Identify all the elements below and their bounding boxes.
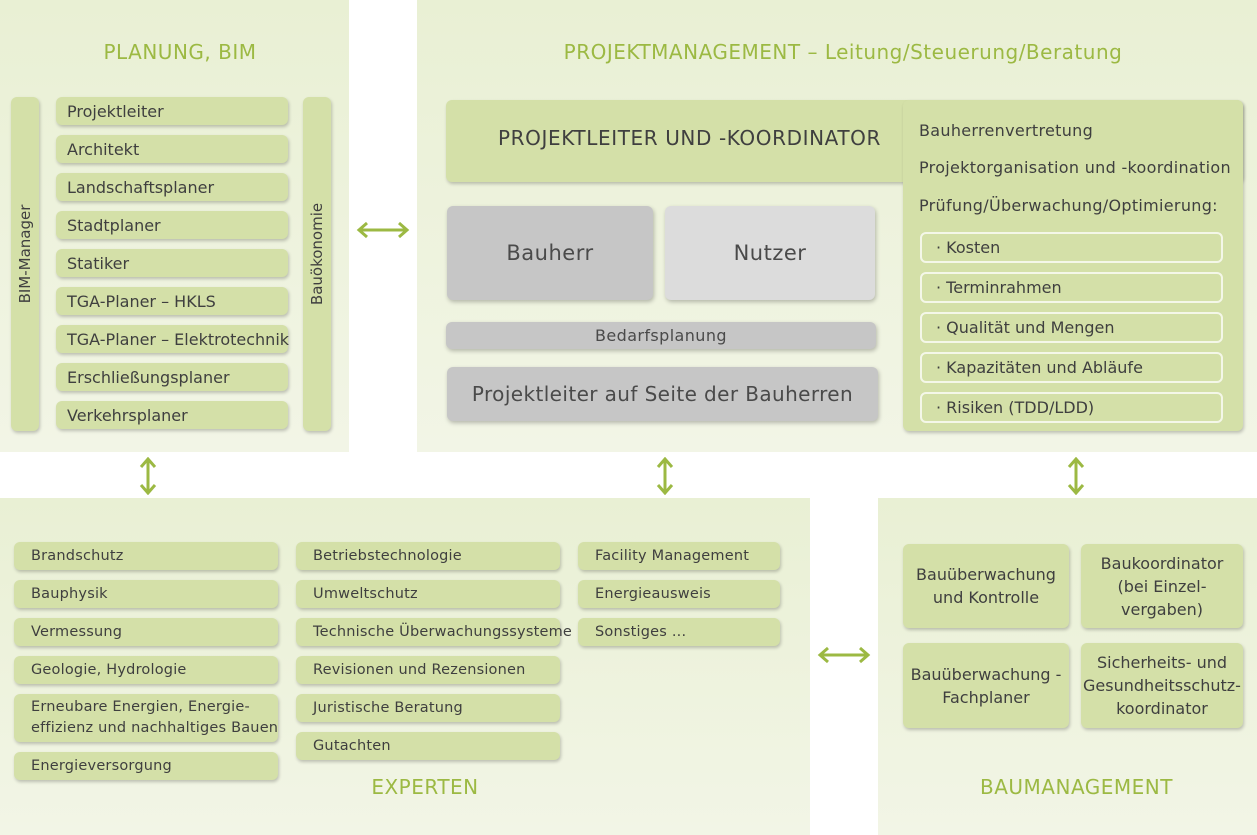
experten-item: Bauphysik xyxy=(14,580,278,608)
experten-item: Brandschutz xyxy=(14,542,278,570)
experten-item: Sonstiges ... xyxy=(578,618,780,646)
double-arrow-horizontal-icon xyxy=(817,646,871,664)
experten-item-energie: Erneubare Energien, Energie- effizienz u… xyxy=(14,694,278,742)
baukoordinator-box: Baukoordinator (bei Einzel-vergaben) xyxy=(1081,544,1243,628)
pm-text-bauherrenvertretung: Bauherrenvertretung xyxy=(919,121,1094,140)
experten-item: Facility Management xyxy=(578,542,780,570)
pm-check-item: · Risiken (TDD/LDD) xyxy=(920,392,1223,423)
experten-item: Revisionen und Rezensionen xyxy=(296,656,560,684)
double-arrow-vertical-icon xyxy=(1067,457,1085,495)
experten-item-line: Erneubare Energien, Energie- xyxy=(31,699,250,715)
experten-item: Vermessung xyxy=(14,618,278,646)
pm-text-projektorganisation: Projektorganisation und -koordination xyxy=(919,158,1231,177)
box-line: vergaben) xyxy=(1121,599,1203,619)
planung-item: Landschaftsplaner xyxy=(56,173,288,201)
planung-item: Projektleiter xyxy=(56,97,288,125)
experten-item: Geologie, Hydrologie xyxy=(14,656,278,684)
planung-item: TGA-Planer – Elektrotechnik xyxy=(56,325,289,353)
box-line: (bei Einzel- xyxy=(1117,576,1207,596)
projektleiter-right-block xyxy=(903,100,1243,431)
bauueberwachung-kontrolle-box: Bauüberwachung und Kontrolle xyxy=(903,544,1069,628)
bedarfsplanung-bar: Bedarfsplanung xyxy=(446,322,876,349)
experten-item: Juristische Beratung xyxy=(296,694,560,722)
planung-item: Verkehrsplaner xyxy=(56,401,288,429)
double-arrow-horizontal-icon xyxy=(356,221,410,239)
experten-title: EXPERTEN xyxy=(371,775,479,799)
double-arrow-vertical-icon xyxy=(656,457,674,495)
pm-check-item: · Qualität und Mengen xyxy=(920,312,1223,343)
projektleiter-header: PROJEKTLEITER UND -KOORDINATOR xyxy=(498,126,882,150)
experten-item: Betriebstechnologie xyxy=(296,542,560,570)
planung-item: Architekt xyxy=(56,135,288,163)
experten-item-line: effizienz und nachhaltiges Bauen xyxy=(31,720,279,736)
pm-check-item: · Terminrahmen xyxy=(920,272,1223,303)
experten-item: Technische Überwachungssysteme xyxy=(296,618,572,646)
double-arrow-vertical-icon xyxy=(139,457,157,495)
pm-check-item: · Kapazitäten und Abläufe xyxy=(920,352,1223,383)
bauoekonomie-label: Bauökonomie xyxy=(308,202,326,306)
planung-item: Stadtplaner xyxy=(56,211,288,239)
box-line: und Kontrolle xyxy=(932,588,1040,607)
box-line: Bauüberwachung xyxy=(916,565,1056,584)
pm-check-item: · Kosten xyxy=(920,232,1223,263)
box-line: Gesundheitsschutz- xyxy=(1083,676,1241,695)
baumanagement-title: BAUMANAGEMENT xyxy=(980,775,1173,799)
box-line: koordinator xyxy=(1116,699,1208,718)
box-line: Fachplaner xyxy=(942,687,1030,707)
experten-item: Energieversorgung xyxy=(14,752,278,780)
bim-manager-label: BIM-Manager xyxy=(16,204,34,304)
nutzer-box: Nutzer xyxy=(665,206,875,300)
experten-item: Umweltschutz xyxy=(296,580,560,608)
projektleiter-bauherr-box: Projektleiter auf Seite der Bauherren xyxy=(447,367,878,421)
planung-title: PLANUNG, BIM xyxy=(103,40,257,64)
box-line: Sicherheits- und xyxy=(1096,653,1227,672)
bauherr-box: Bauherr xyxy=(447,206,653,300)
projektmanagement-title: PROJEKTMANAGEMENT – Leitung/Steuerung/Be… xyxy=(563,40,1123,64)
planung-item: Erschließungsplaner xyxy=(56,363,288,391)
box-line: Baukoordinator xyxy=(1100,553,1224,573)
box-line: Bauüberwachung - xyxy=(910,664,1062,684)
planung-item: TGA-Planer – HKLS xyxy=(56,287,288,315)
bauoekonomie-bar xyxy=(303,97,331,431)
bim-manager-bar xyxy=(11,97,39,431)
experten-item: Energieausweis xyxy=(578,580,780,608)
planung-item: Statiker xyxy=(56,249,288,277)
bauueberwachung-fachplaner-box: Bauüberwachung - Fachplaner xyxy=(903,643,1069,728)
pm-text-pruefung: Prüfung/Überwachung/Optimierung: xyxy=(919,196,1218,215)
experten-item: Gutachten xyxy=(296,732,560,760)
